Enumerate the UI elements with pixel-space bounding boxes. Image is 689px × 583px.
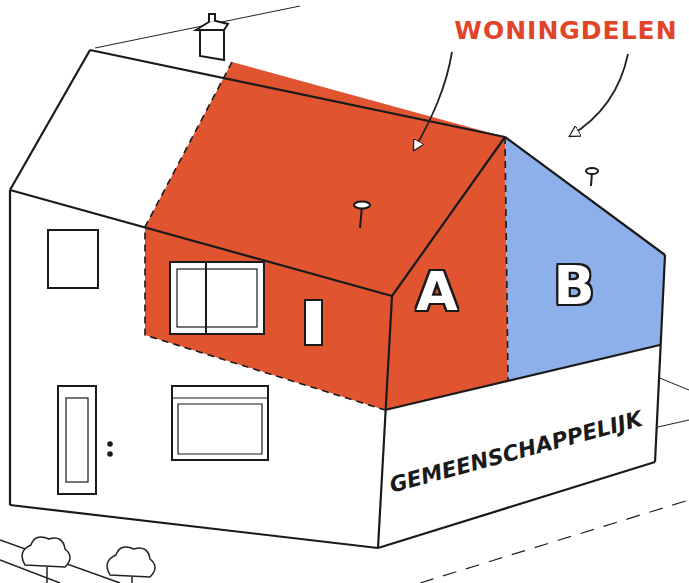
part-boundaries bbox=[145, 62, 508, 410]
part-letter: B bbox=[553, 259, 594, 313]
title-label: WONINGDELEN bbox=[454, 16, 677, 45]
chimney bbox=[196, 14, 228, 60]
shrubs bbox=[22, 537, 155, 583]
region-fill bbox=[145, 62, 508, 410]
part-letter: A bbox=[416, 265, 458, 319]
ground-lines bbox=[0, 6, 689, 583]
region-fill bbox=[505, 137, 665, 381]
shared-part: GEMEENSCHAPPELIJK bbox=[378, 345, 660, 548]
dwelling-part: B bbox=[505, 137, 665, 381]
roof-vents bbox=[354, 168, 598, 228]
dwelling-part: A bbox=[145, 62, 508, 410]
region-shape bbox=[145, 62, 508, 410]
pointer-arrows bbox=[414, 52, 628, 150]
front-door bbox=[58, 386, 112, 494]
house-outline bbox=[10, 50, 665, 548]
region-fill bbox=[378, 345, 660, 548]
